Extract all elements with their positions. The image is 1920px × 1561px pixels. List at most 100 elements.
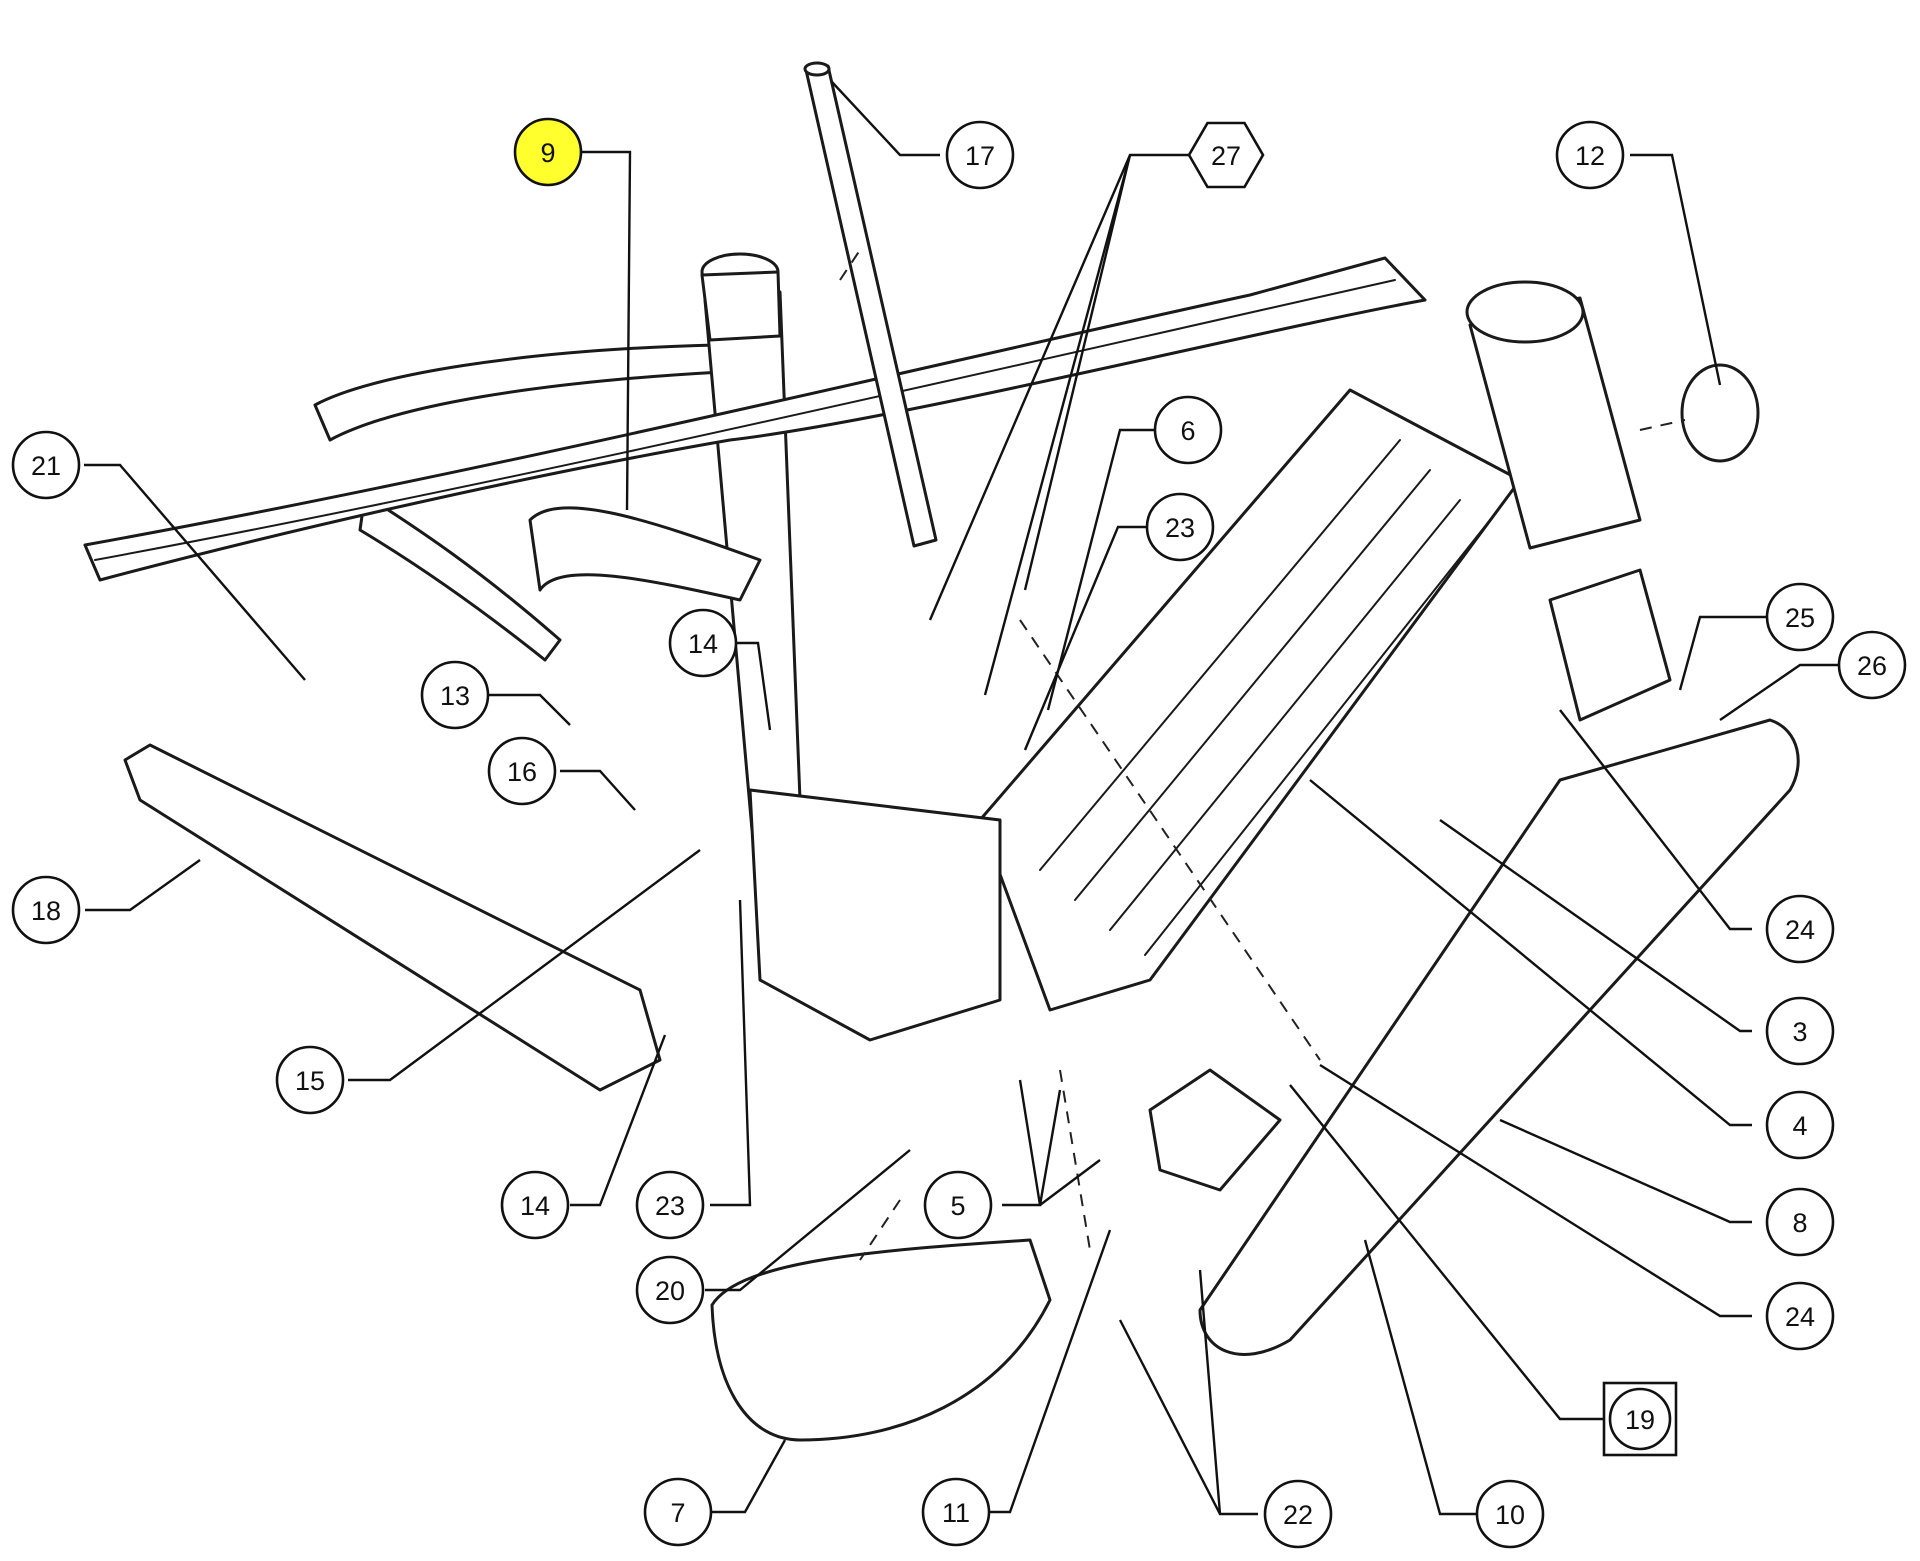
leader-lines xyxy=(84,81,1840,1516)
callout-11: 11 xyxy=(921,1477,991,1547)
callout-label: 11 xyxy=(942,1498,970,1528)
callout-circle xyxy=(635,1170,705,1240)
seat-post-top xyxy=(803,61,831,77)
callout-label: 15 xyxy=(295,1066,325,1096)
leader-14b xyxy=(570,1034,667,1207)
callout-label: 3 xyxy=(1792,1017,1807,1047)
seat-tube-collar xyxy=(700,270,782,342)
callout-circle xyxy=(1837,630,1907,700)
motor-mount xyxy=(748,788,1002,1042)
leader-16 xyxy=(560,769,636,811)
down-tube-fin-1 xyxy=(1039,439,1401,871)
callout-24: 24 xyxy=(1765,894,1835,964)
callout-17: 17 xyxy=(945,120,1015,190)
downtube-connector xyxy=(1019,619,1321,1061)
callout-circle xyxy=(420,660,490,730)
leader-10 xyxy=(1363,1239,1478,1516)
callout-label: 25 xyxy=(1785,603,1815,633)
callout-label: 27 xyxy=(1211,141,1241,171)
callout-20: 20 xyxy=(635,1255,705,1325)
leader-21 xyxy=(84,463,306,681)
leader-26 xyxy=(1719,663,1840,721)
callout-23: 23 xyxy=(635,1170,705,1240)
callout-circle xyxy=(1475,1479,1545,1549)
callout-label: 16 xyxy=(507,757,537,787)
leader-7 xyxy=(710,1439,787,1514)
leader-3 xyxy=(1439,819,1752,1033)
callout-15: 15 xyxy=(275,1045,345,1115)
callout-circle xyxy=(921,1477,991,1547)
callout-circle xyxy=(635,1255,705,1325)
down-tube-fin-4 xyxy=(1144,519,1491,956)
callout-circle xyxy=(500,1170,570,1240)
leader-25 xyxy=(1678,615,1768,691)
down-tube-fin-2 xyxy=(1074,469,1431,901)
rear-chain-stay-upper xyxy=(358,493,562,662)
top-tube xyxy=(83,256,1427,582)
callout-label: 5 xyxy=(950,1191,965,1221)
headset-cup xyxy=(1680,363,1760,463)
callout-circle xyxy=(1765,582,1835,652)
callout-circle xyxy=(1263,1479,1333,1549)
leader-6 xyxy=(1046,428,1158,711)
leader-9 xyxy=(580,150,632,511)
callout-circle xyxy=(1765,996,1835,1066)
leader-13 xyxy=(488,693,571,726)
top-tube-edge xyxy=(94,279,1396,561)
leader-15 xyxy=(348,849,701,1082)
leader-8 xyxy=(1499,1118,1752,1224)
callout-label: 19 xyxy=(1625,1405,1655,1435)
bolt-connector xyxy=(1059,1069,1091,1251)
callout-label: 26 xyxy=(1857,651,1887,681)
callout-label: 6 xyxy=(1180,416,1195,446)
callout-9: 9 xyxy=(513,117,583,187)
leader-22b xyxy=(1198,1269,1222,1515)
callout-13: 13 xyxy=(420,660,490,730)
callout-3: 3 xyxy=(1765,996,1835,1066)
callout-label: 24 xyxy=(1785,1302,1815,1332)
callout-circle xyxy=(487,736,557,806)
headset-connector xyxy=(1639,419,1686,431)
leader-27b xyxy=(983,154,1132,696)
callout-22: 22 xyxy=(1263,1479,1333,1549)
callout-21: 21 xyxy=(11,430,81,500)
callout-4: 4 xyxy=(1765,1090,1835,1160)
callout-circle xyxy=(1765,1281,1835,1351)
seat-post xyxy=(804,64,938,548)
callout-circle xyxy=(1153,395,1223,465)
callout-label: 21 xyxy=(31,451,61,481)
callout-label: 13 xyxy=(440,681,470,711)
callout-circle xyxy=(1145,492,1215,562)
callout-circle xyxy=(1765,894,1835,964)
callout-6: 6 xyxy=(1153,395,1223,465)
motor-cover-bracket xyxy=(528,506,762,602)
callout-circle xyxy=(923,1170,993,1240)
callout-23: 23 xyxy=(1145,492,1215,562)
callout-circle xyxy=(513,117,583,187)
leader-27c xyxy=(1023,154,1132,591)
seatpost-connector xyxy=(839,249,861,281)
leader-23a xyxy=(1023,525,1150,751)
skid-plate xyxy=(710,1238,1052,1442)
callout-14: 14 xyxy=(500,1170,570,1240)
callout-label: 17 xyxy=(965,141,995,171)
leader-4 xyxy=(1309,779,1752,1127)
callout-label: 9 xyxy=(540,138,555,168)
callout-7: 7 xyxy=(643,1477,713,1547)
callout-circle xyxy=(668,608,738,678)
callout-circle xyxy=(945,120,1015,190)
callout-label: 23 xyxy=(655,1191,685,1221)
callout-26: 26 xyxy=(1837,630,1907,700)
callout-24: 24 xyxy=(1765,1281,1835,1351)
callout-label: 18 xyxy=(31,896,61,926)
callout-label: 14 xyxy=(688,629,718,659)
callout-circle xyxy=(643,1477,713,1547)
top-tube-mount xyxy=(1548,568,1672,722)
callout-label: 24 xyxy=(1785,915,1815,945)
callout-18: 18 xyxy=(11,875,81,945)
leader-23b xyxy=(710,899,752,1207)
callout-25: 25 xyxy=(1765,582,1835,652)
callout-circle xyxy=(1765,1090,1835,1160)
